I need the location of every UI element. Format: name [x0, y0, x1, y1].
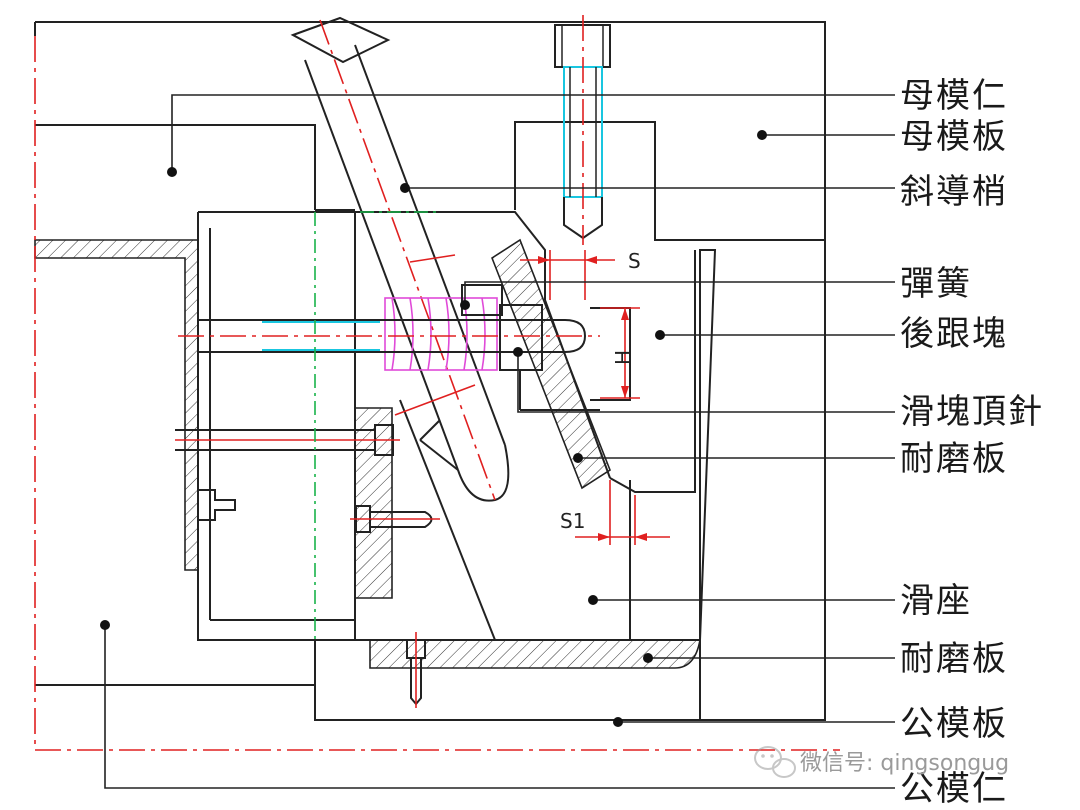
left-notch: [198, 489, 236, 521]
label-angle-pin: 斜導梢: [900, 172, 1008, 212]
core-insert-part: [34, 239, 199, 571]
label-heel-block: 後跟塊: [900, 314, 1008, 354]
dimension-h-label: H: [611, 350, 635, 365]
slide-insert-hatched: [354, 407, 393, 599]
label-cavity-insert: 母模仁: [900, 76, 1008, 116]
lower-bolt: [175, 424, 400, 456]
cavity-plate-outline: [35, 21, 826, 241]
slide-body: [197, 211, 546, 641]
vertical-pin: [406, 632, 426, 708]
inclined-wear-plate: [491, 238, 611, 490]
label-spring: 彈簧: [900, 264, 972, 304]
watermark-text: 微信号: qingsongug: [800, 751, 1009, 776]
label-core-insert: 公模仁: [900, 769, 1008, 809]
dimension-s-label: S: [628, 249, 641, 273]
label-cavity-plate: 母模板: [900, 117, 1008, 157]
label-core-plate: 公模板: [900, 704, 1008, 744]
spring: [384, 284, 503, 371]
wechat-icon: [754, 746, 796, 778]
dimension-s1-label: S1: [560, 509, 585, 533]
dimension-s1: [575, 480, 670, 545]
cavity-insert-outline: [35, 122, 516, 210]
bottom-wear-plate: [369, 639, 701, 669]
leaders: [100, 94, 895, 789]
top-screw: [554, 15, 611, 245]
angle-pin: [290, 16, 510, 502]
label-wear-plate-1: 耐磨板: [900, 439, 1008, 479]
dimension-h: [600, 307, 640, 399]
label-slide-ejector-pin: 滑塊頂針: [900, 392, 1044, 432]
dimension-s: [520, 250, 615, 300]
core-plate-outline: [35, 240, 826, 721]
label-wear-plate-2: 耐磨板: [900, 639, 1008, 679]
small-bolt: [350, 505, 440, 533]
label-slide-base: 滑座: [900, 581, 972, 621]
slide-ejector-pin: [198, 304, 600, 411]
